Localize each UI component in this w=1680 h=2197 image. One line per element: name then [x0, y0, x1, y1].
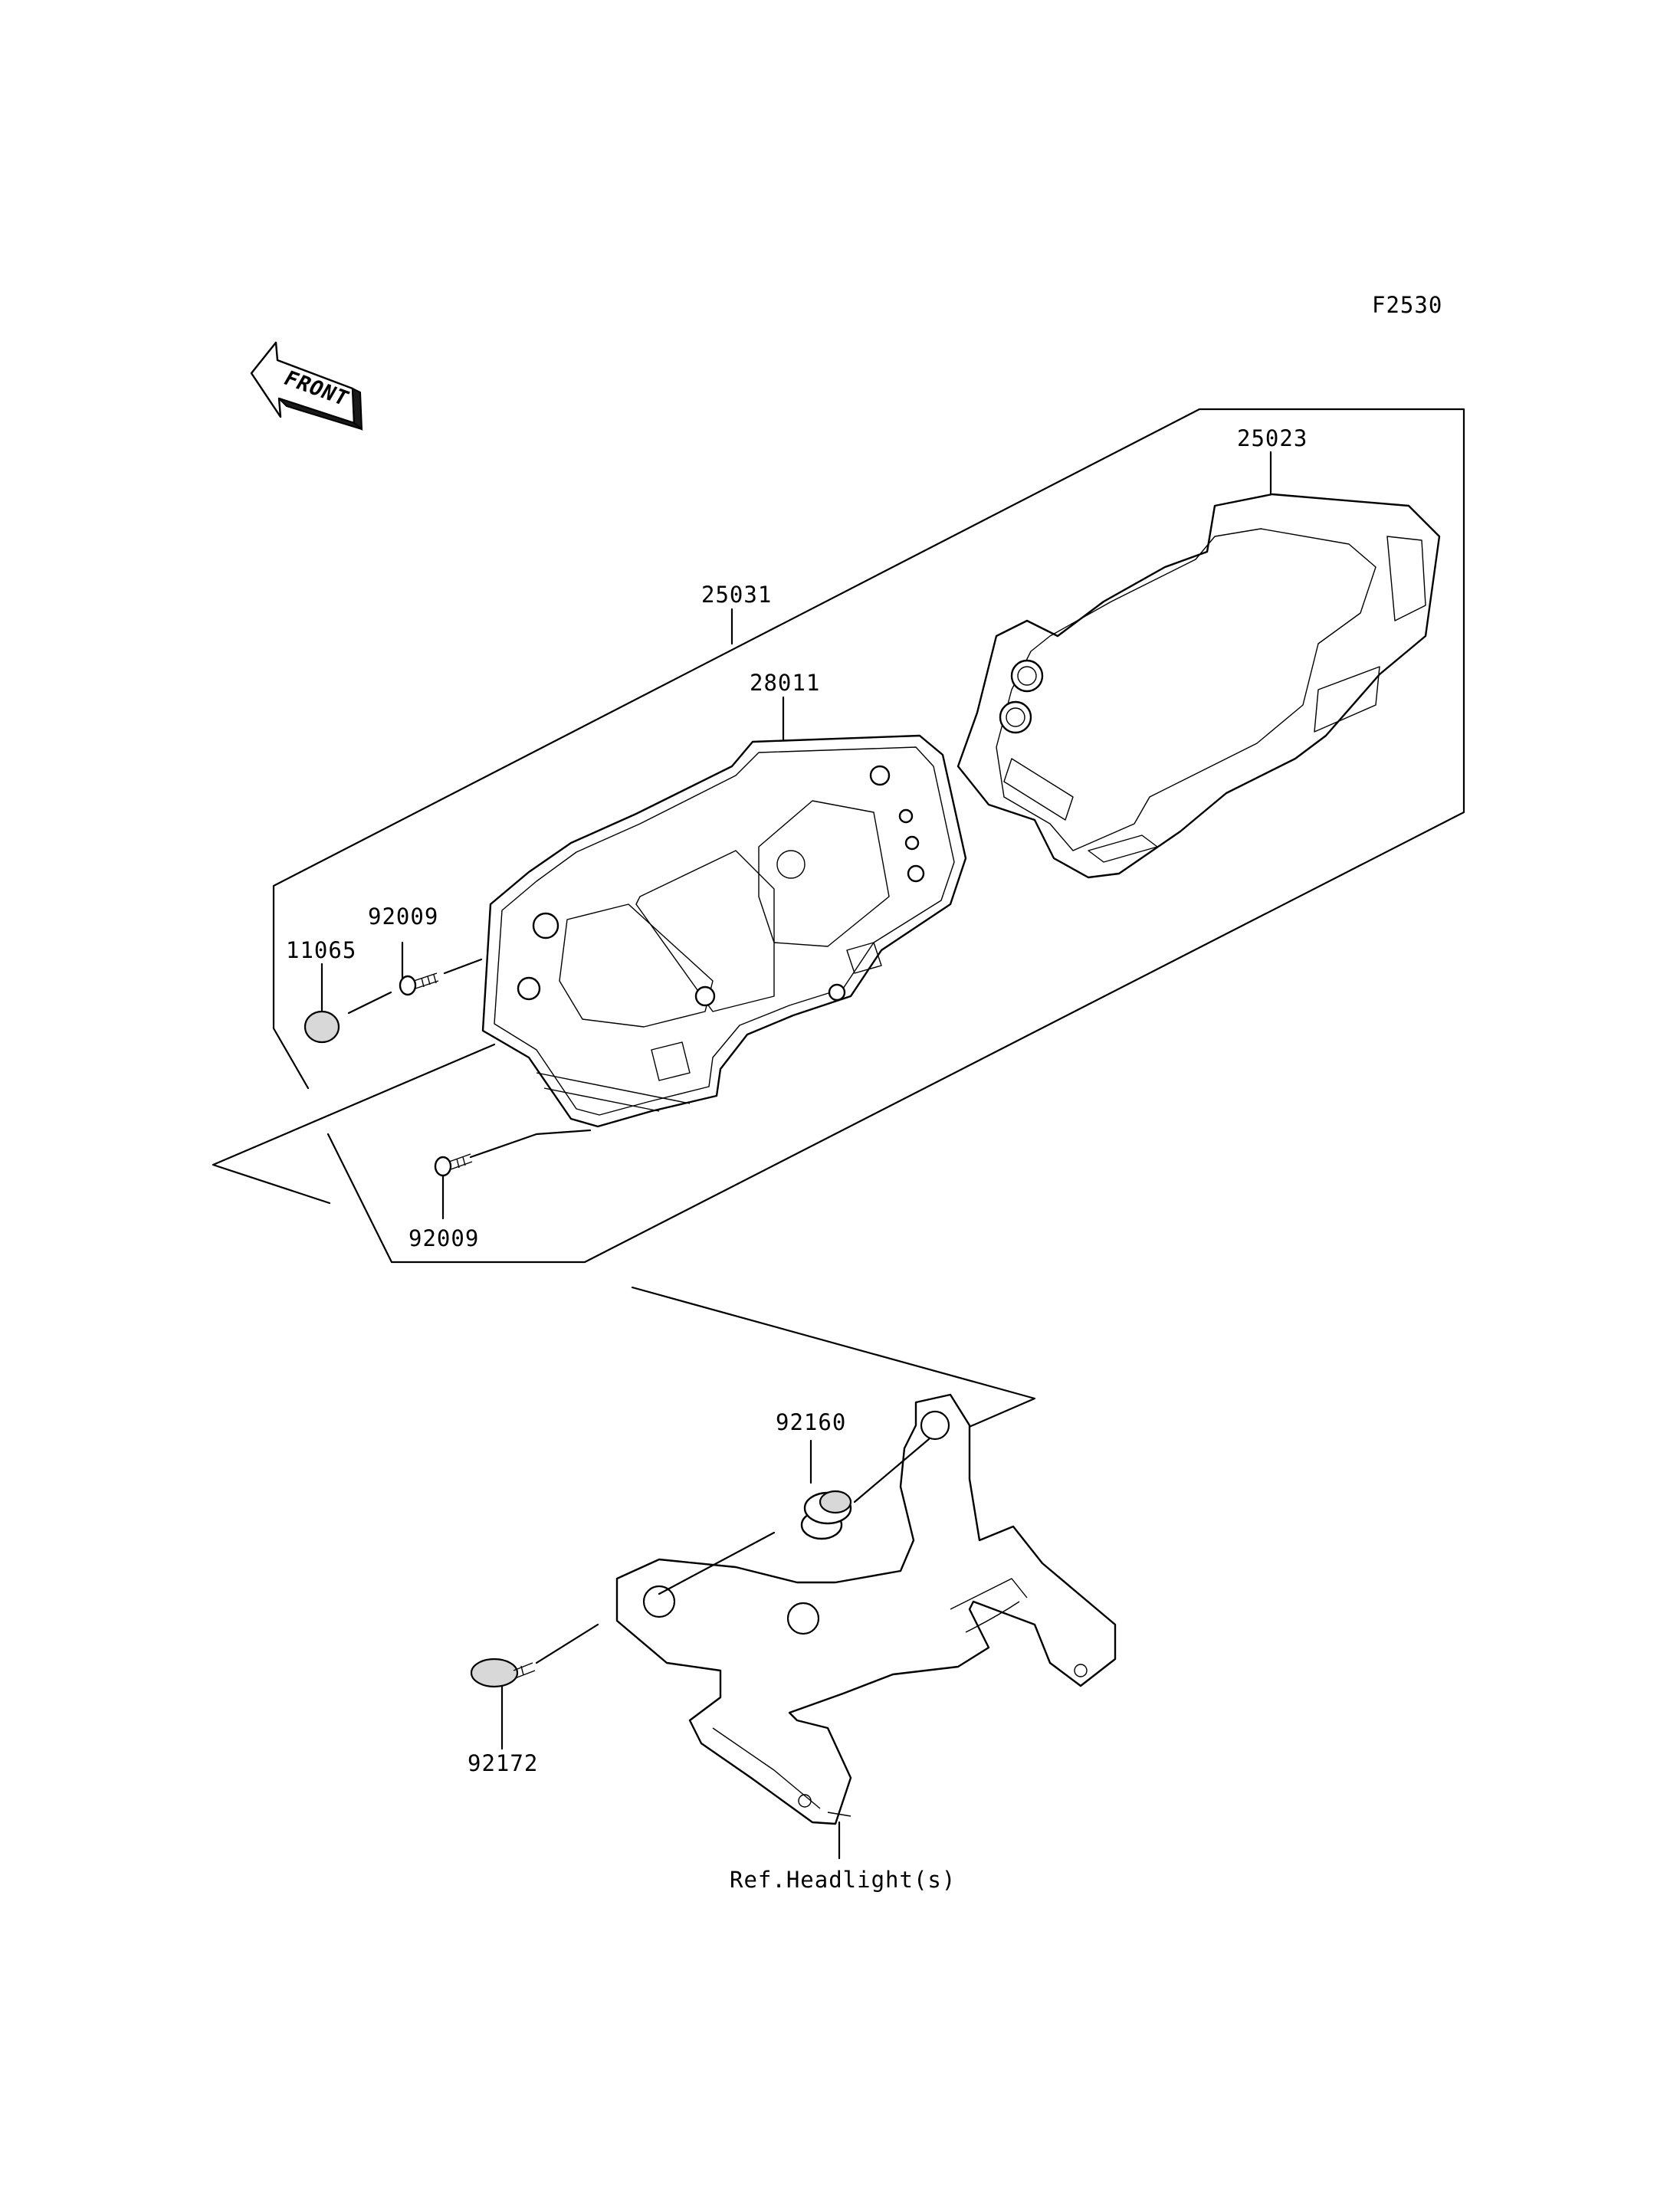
assembly-outline — [272, 408, 1465, 1264]
screw-92009-upper — [399, 958, 483, 996]
part-number-25031: 25031 — [701, 582, 772, 608]
part-number-92009-lower: 92009 — [409, 1225, 479, 1251]
meter-unit-28011 — [481, 734, 967, 1128]
diagram-code: F2530 — [1372, 292, 1442, 318]
part-number-25023: 25023 — [1237, 425, 1308, 451]
cap-11065 — [304, 991, 392, 1044]
front-arrow-icon: FRONT — [250, 341, 363, 431]
part-number-11065: 11065 — [286, 937, 356, 963]
part-number-92160: 92160 — [776, 1409, 846, 1435]
screw-92009-lower — [434, 1129, 592, 1177]
part-number-92009-upper: 92009 — [368, 903, 438, 930]
part-number-92172: 92172 — [468, 1750, 538, 1776]
leader-lines-lower — [212, 1043, 496, 1205]
meter-cover-25023 — [956, 493, 1441, 879]
reference-label: Ref.Headlight(s) — [730, 1867, 956, 1893]
bolt-92172 — [470, 1623, 599, 1688]
meter-bracket — [615, 1393, 1117, 1825]
part-number-28011: 28011 — [750, 670, 820, 696]
grommet-92160 — [658, 1438, 930, 1595]
